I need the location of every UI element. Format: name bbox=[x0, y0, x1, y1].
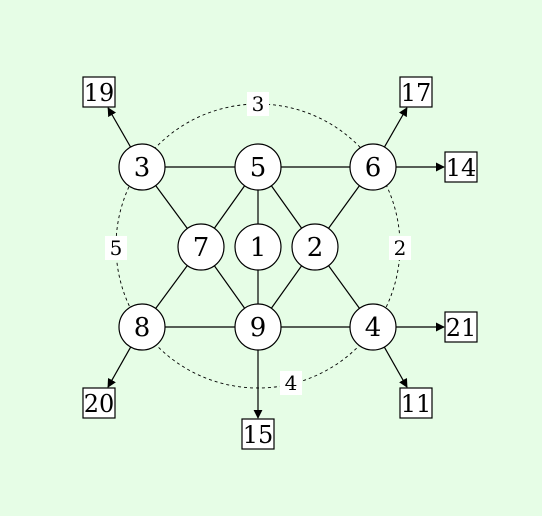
arrow-n8-o20 bbox=[107, 346, 132, 388]
output-box-label: 15 bbox=[243, 421, 274, 449]
output-box-label: 20 bbox=[84, 390, 115, 418]
node-label: 8 bbox=[134, 313, 151, 343]
node-5: 5 bbox=[234, 143, 282, 191]
node-circle bbox=[291, 223, 339, 271]
output-box-frame bbox=[82, 76, 116, 108]
node-circle bbox=[234, 303, 282, 351]
output-box-frame bbox=[241, 418, 275, 450]
arc-label-text: 5 bbox=[110, 236, 123, 260]
output-box-15: 15 bbox=[241, 418, 275, 450]
output-box-14: 14 bbox=[444, 151, 478, 183]
output-box-20: 20 bbox=[82, 387, 116, 419]
output-box-frame bbox=[399, 76, 433, 108]
output-box-frame bbox=[444, 311, 478, 343]
arc-label-a-top: 3 bbox=[247, 92, 269, 116]
node-circle bbox=[234, 143, 282, 191]
node-9: 9 bbox=[234, 303, 282, 351]
arrow-n4-o11 bbox=[383, 346, 408, 388]
output-box-19: 19 bbox=[82, 76, 116, 108]
arc-label-background bbox=[280, 371, 302, 395]
arc-label-a-bottom: 4 bbox=[280, 371, 302, 395]
output-box-11: 11 bbox=[399, 387, 433, 419]
arc-label-background bbox=[247, 92, 269, 116]
node-label: 4 bbox=[365, 313, 382, 343]
node-circle bbox=[349, 303, 397, 351]
output-box-label: 17 bbox=[401, 79, 432, 107]
arc-label-a-left: 5 bbox=[105, 236, 127, 260]
output-box-frame bbox=[444, 151, 478, 183]
node-label: 1 bbox=[250, 233, 267, 263]
node-4: 4 bbox=[349, 303, 397, 351]
arrows-layer bbox=[107, 107, 445, 419]
arrow-n3-o19 bbox=[107, 107, 132, 148]
output-box-label: 14 bbox=[446, 154, 477, 182]
node-label: 9 bbox=[250, 313, 267, 343]
node-label: 2 bbox=[307, 233, 324, 263]
arc-label-a-right: 2 bbox=[389, 236, 411, 260]
node-3: 3 bbox=[118, 143, 166, 191]
output-box-frame bbox=[399, 387, 433, 419]
node-2: 2 bbox=[291, 223, 339, 271]
arc-label-text: 2 bbox=[394, 236, 407, 260]
node-circle bbox=[118, 303, 166, 351]
output-box-21: 21 bbox=[444, 311, 478, 343]
node-7: 7 bbox=[177, 223, 225, 271]
output-box-label: 21 bbox=[446, 314, 477, 342]
output-box-17: 17 bbox=[399, 76, 433, 108]
output-box-frame bbox=[82, 387, 116, 419]
output-box-label: 19 bbox=[84, 79, 115, 107]
arc-label-text: 4 bbox=[285, 371, 298, 395]
nodes-layer: 3 5 6 7 1 2 8 9 4 bbox=[118, 143, 397, 351]
node-6: 6 bbox=[349, 143, 397, 191]
node-label: 7 bbox=[193, 233, 210, 263]
node-1: 1 bbox=[234, 223, 282, 271]
node-circle bbox=[349, 143, 397, 191]
node-label: 3 bbox=[134, 153, 151, 183]
node-circle bbox=[177, 223, 225, 271]
node-circle bbox=[234, 223, 282, 271]
arc-label-background bbox=[105, 236, 127, 260]
arc-label-text: 3 bbox=[252, 92, 265, 116]
node-8: 8 bbox=[118, 303, 166, 351]
arrow-n6-o17 bbox=[383, 107, 408, 148]
arc-labels-layer: 3 5 2 4 bbox=[105, 92, 411, 395]
node-circle bbox=[118, 143, 166, 191]
output-box-label: 11 bbox=[401, 390, 432, 418]
arc-label-background bbox=[389, 236, 411, 260]
node-label: 5 bbox=[250, 153, 267, 183]
node-label: 6 bbox=[365, 153, 382, 183]
